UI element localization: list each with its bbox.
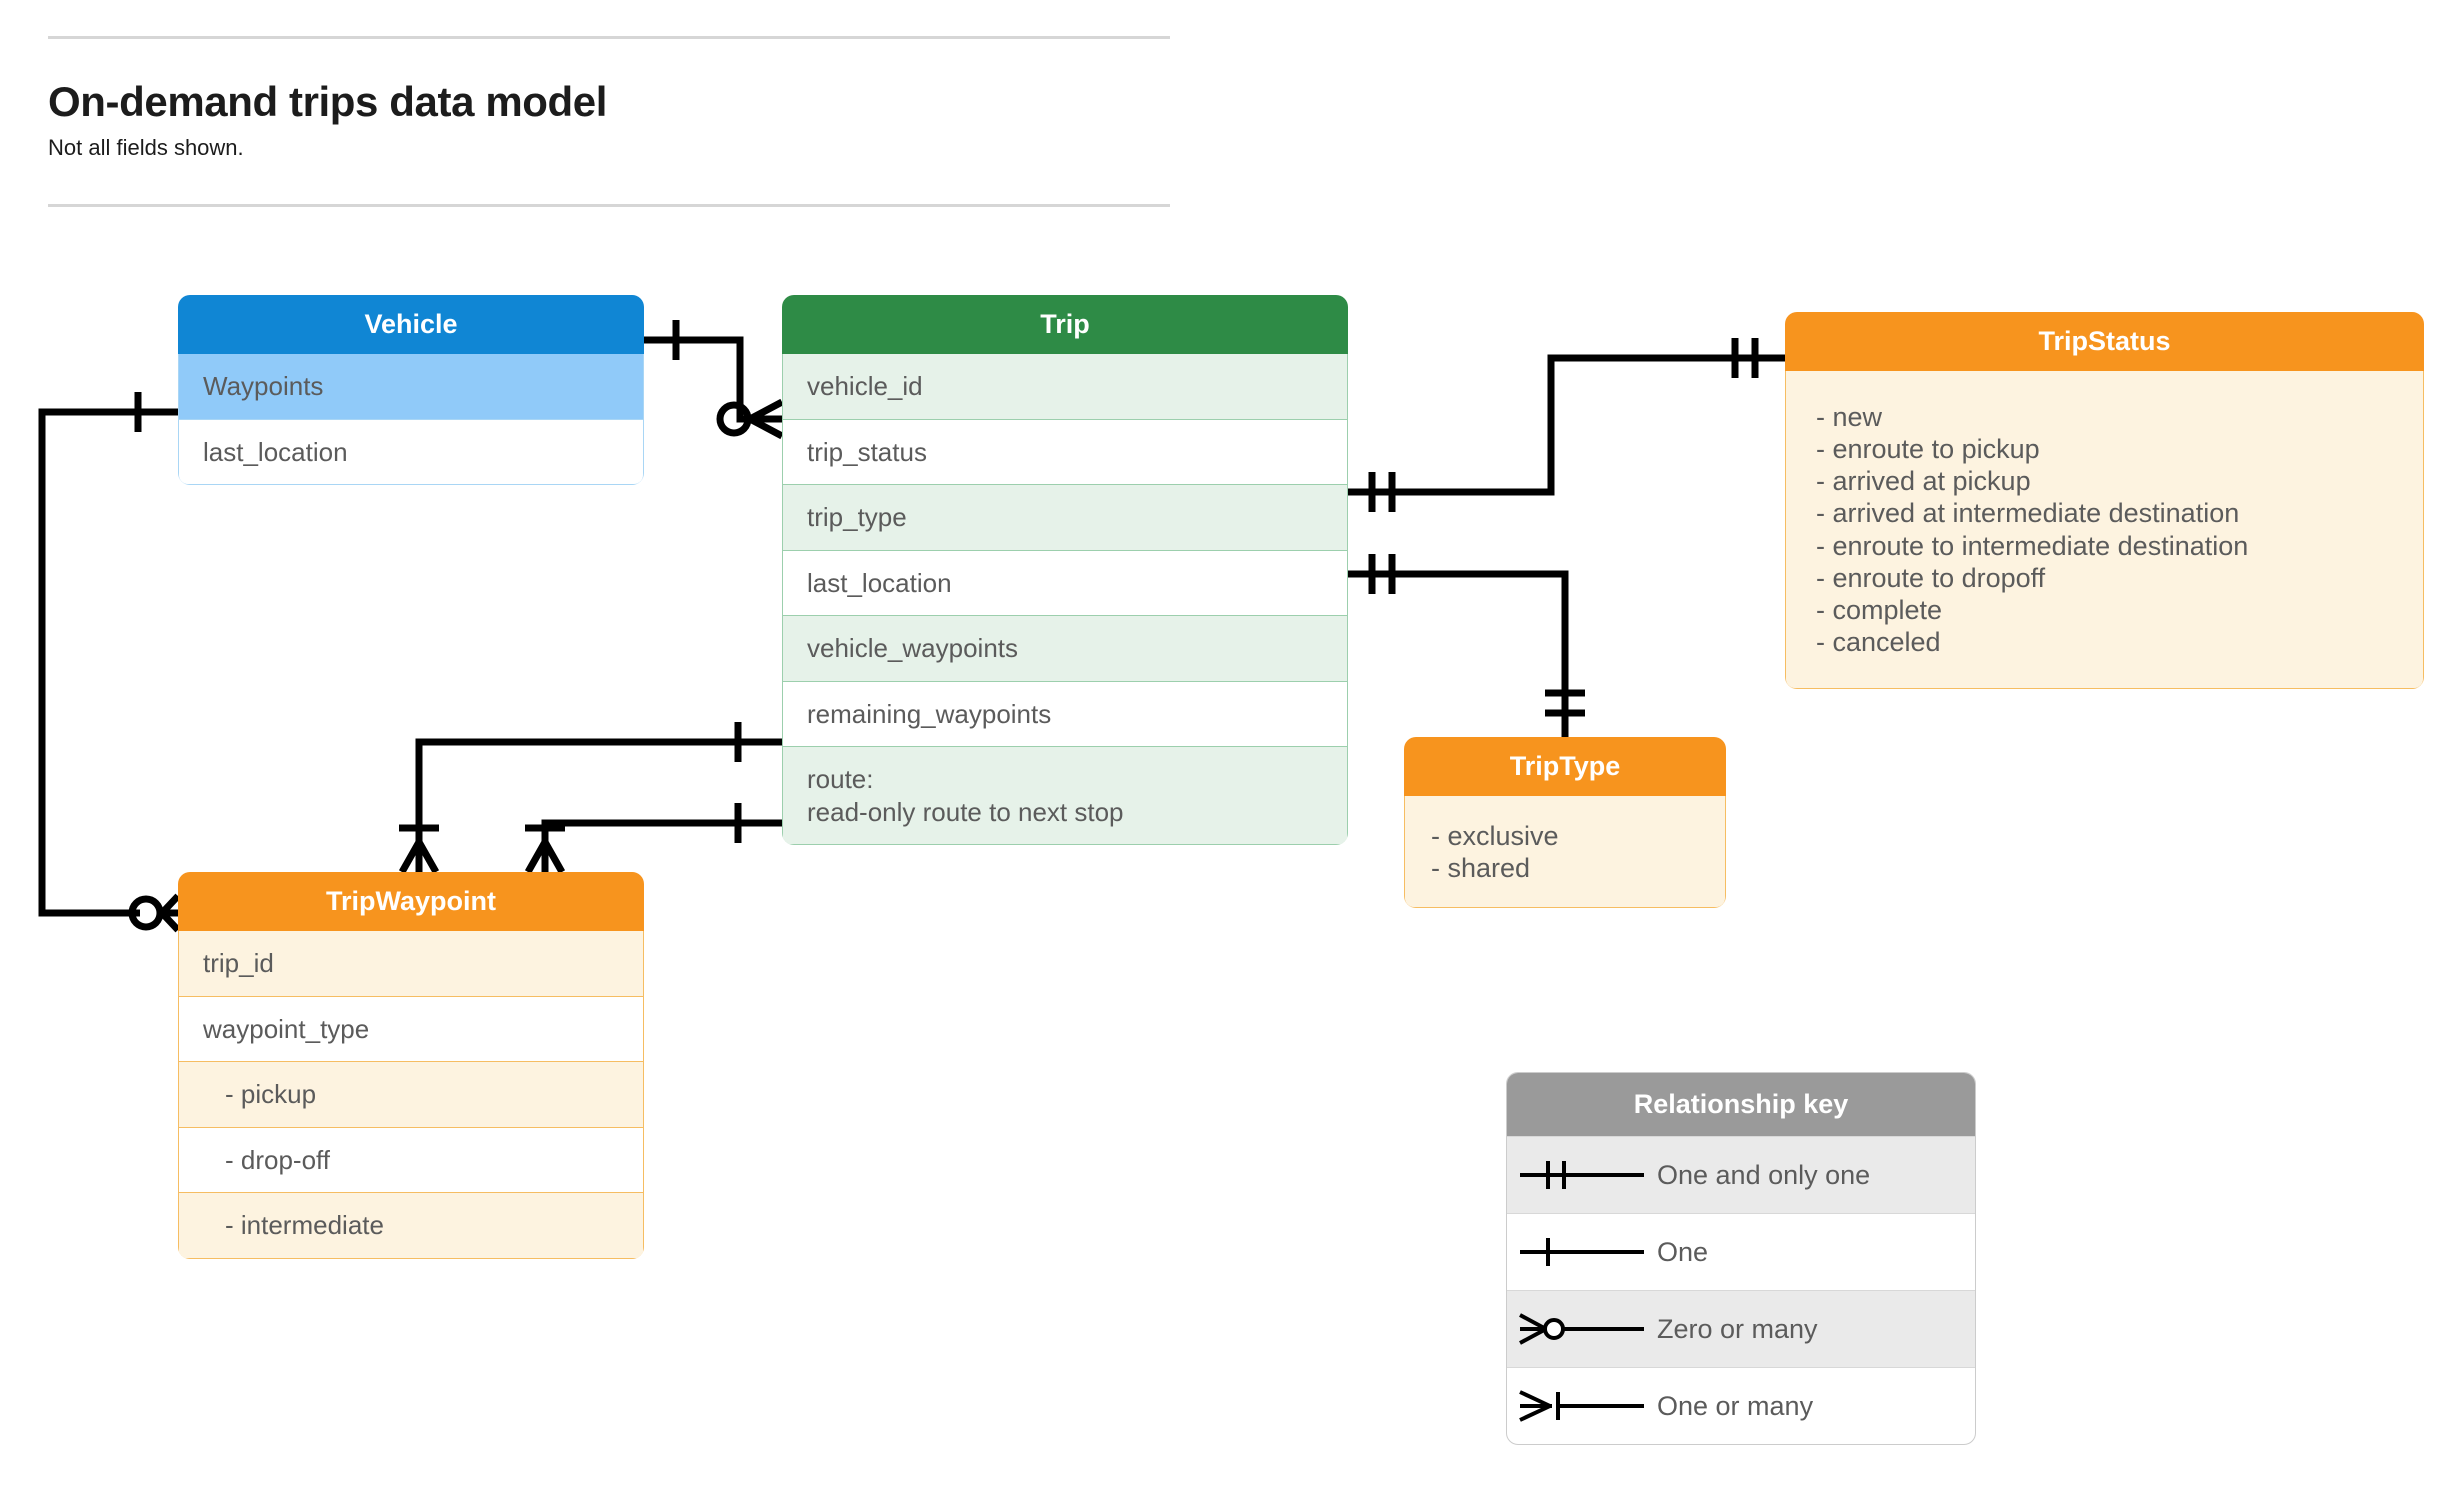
field-trip-remaining-waypoints[interactable]: remaining_waypoints: [783, 680, 1347, 747]
one-or-many-icon: [1507, 1386, 1657, 1426]
entity-triptype[interactable]: TripType - exclusive - shared: [1404, 737, 1726, 908]
tripstatus-value-complete: - complete: [1816, 594, 1943, 625]
page-subtitle: Not all fields shown.: [48, 135, 244, 161]
tripstatus-value-arrived-at-intermediate-destination: - arrived at intermediate destination: [1816, 498, 2240, 529]
legend-title: Relationship key: [1507, 1073, 1975, 1136]
legend-label-one: One: [1657, 1236, 1709, 1267]
field-trip-vehicle-id[interactable]: vehicle_id: [783, 354, 1347, 419]
entity-tripwaypoint-title: TripWaypoint: [178, 872, 644, 931]
connector-vehicle-waypoints-field-to-tripwaypoint: [398, 722, 782, 874]
field-trip-trip-type[interactable]: trip_type: [783, 484, 1347, 550]
legend-row-one-and-only-one: One and only one: [1507, 1136, 1975, 1213]
tripstatus-value-arrived-at-pickup: - arrived at pickup: [1816, 466, 2031, 497]
tripstatus-value-enroute-to-dropoff: - enroute to dropoff: [1816, 562, 2046, 593]
field-trip-route[interactable]: route: read-only route to next stop: [783, 746, 1347, 844]
entity-trip[interactable]: Trip vehicle_id trip_status trip_type la…: [782, 295, 1348, 845]
one-icon: [1507, 1232, 1657, 1272]
legend-row-one: One: [1507, 1213, 1975, 1290]
entity-triptype-values: - exclusive - shared: [1404, 796, 1726, 908]
entity-tripstatus-title: TripStatus: [1785, 312, 2424, 371]
tripstatus-enum-list: - new - enroute to pickup - arrived at p…: [1786, 371, 2423, 688]
tripstatus-value-enroute-to-intermediate-destination: - enroute to intermediate destination: [1816, 530, 2249, 561]
triptype-value-exclusive: - exclusive: [1431, 821, 1559, 851]
entity-trip-fields: vehicle_id trip_status trip_type last_lo…: [782, 354, 1348, 845]
entity-tripwaypoint-fields: trip_id waypoint_type - pickup - drop-of…: [178, 931, 644, 1259]
field-tripwaypoint-value-drop-off[interactable]: - drop-off: [179, 1126, 643, 1193]
relationship-key-legend: Relationship key One and only one One: [1506, 1072, 1976, 1445]
entity-tripstatus-values: - new - enroute to pickup - arrived at p…: [1785, 371, 2424, 689]
field-vehicle-waypoints[interactable]: Waypoints: [179, 354, 643, 419]
zero-or-many-icon: [1507, 1309, 1657, 1349]
field-tripwaypoint-value-pickup[interactable]: - pickup: [179, 1061, 643, 1127]
legend-label-one-or-many: One or many: [1657, 1390, 1814, 1421]
tripstatus-value-new: - new: [1816, 402, 1883, 432]
field-trip-trip-status[interactable]: trip_status: [783, 418, 1347, 485]
entity-vehicle-title: Vehicle: [178, 295, 644, 354]
entity-triptype-title: TripType: [1404, 737, 1726, 796]
tripstatus-value-canceled: - canceled: [1816, 626, 1941, 657]
legend-label-zero-or-many: Zero or many: [1657, 1313, 1818, 1344]
field-vehicle-last-location[interactable]: last_location: [179, 418, 643, 485]
field-tripwaypoint-trip-id[interactable]: trip_id: [179, 931, 643, 996]
one-and-only-one-icon: [1507, 1155, 1657, 1195]
connector-trip-to-tripstatus: [1348, 338, 1785, 512]
document-header: On-demand trips data model Not all field…: [48, 36, 1170, 207]
tripstatus-value-enroute-to-pickup: - enroute to pickup: [1816, 434, 2040, 465]
field-tripwaypoint-waypoint-type[interactable]: waypoint_type: [179, 995, 643, 1062]
header-rule-top: [48, 36, 1170, 39]
entity-tripwaypoint[interactable]: TripWaypoint trip_id waypoint_type - pic…: [178, 872, 644, 1259]
entity-vehicle-fields: Waypoints last_location: [178, 354, 644, 485]
triptype-enum-list: - exclusive - shared: [1405, 796, 1725, 907]
field-tripwaypoint-value-intermediate[interactable]: - intermediate: [179, 1192, 643, 1258]
header-rule-bottom-wrap: [48, 203, 1170, 207]
legend-row-one-or-many: One or many: [1507, 1367, 1975, 1444]
connector-trip-to-triptype: [1348, 554, 1585, 737]
connector-vehicle-waypoints-to-tripwaypoint: [38, 392, 181, 933]
legend-row-zero-or-many: Zero or many: [1507, 1290, 1975, 1367]
entity-trip-title: Trip: [782, 295, 1348, 354]
field-trip-last-location[interactable]: last_location: [783, 549, 1347, 616]
connector-vehicle-to-trip: [644, 320, 784, 440]
field-trip-vehicle-waypoints[interactable]: vehicle_waypoints: [783, 615, 1347, 681]
header-rule-bottom: [48, 203, 1170, 207]
triptype-value-shared: - shared: [1431, 853, 1531, 884]
page-title: On-demand trips data model: [48, 78, 607, 125]
entity-tripstatus[interactable]: TripStatus - new - enroute to pickup - a…: [1785, 312, 2424, 689]
legend-label-one-and-only-one: One and only one: [1657, 1159, 1871, 1190]
entity-vehicle[interactable]: Vehicle Waypoints last_location: [178, 295, 644, 485]
connector-remaining-waypoints-to-tripwaypoint: [524, 803, 782, 874]
